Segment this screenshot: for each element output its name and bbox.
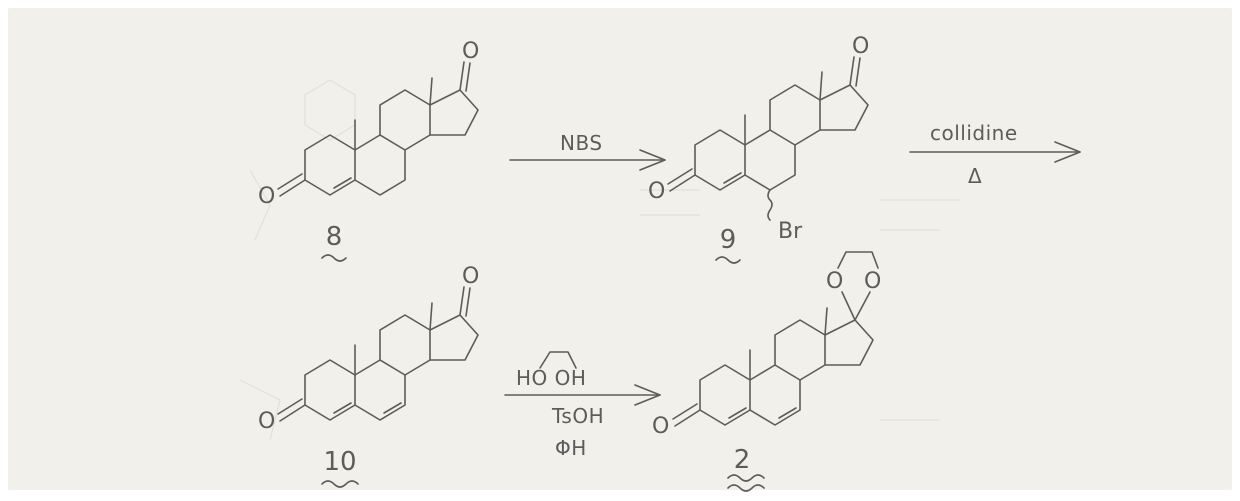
- compound-2-underline-2: [727, 484, 765, 492]
- compound-9-structure: [667, 56, 869, 221]
- compound-10-structure: [277, 286, 479, 422]
- compound-9-oxo-label: O: [852, 34, 869, 59]
- step-3-solvent: ΦH: [555, 436, 587, 460]
- compound-10-number: 10: [323, 447, 356, 477]
- compound-8-ring-oxo-label: O: [258, 184, 275, 209]
- compound-9-ring-oxo-label: O: [648, 179, 665, 204]
- compound-8-structure: [277, 61, 479, 197]
- compound-2-structure: [672, 251, 879, 427]
- compound-8-number: 8: [326, 222, 343, 252]
- compound-9-underline: [715, 256, 741, 264]
- compound-2-ketal-o-right: O: [864, 269, 881, 294]
- bleed-through-marks: [239, 79, 960, 441]
- compound-10-oxo-label: O: [462, 264, 479, 289]
- compound-8-underline: [321, 254, 347, 262]
- step-2-condition: Δ: [968, 164, 982, 188]
- compound-2-ring-oxo-label: O: [652, 414, 669, 439]
- paper-sheet: [8, 8, 1232, 490]
- compound-9-br-label: Br: [778, 219, 803, 244]
- step-3-catalyst: TsOH: [551, 404, 604, 428]
- step-3-reagent: HO OH: [516, 366, 586, 390]
- compound-2-number: 2: [734, 445, 751, 475]
- step-2-reagent: collidine: [930, 121, 1018, 145]
- reaction-arrow-1: [509, 149, 666, 171]
- compound-2-ketal-o-left: O: [826, 269, 843, 294]
- compound-9-number: 9: [720, 225, 737, 255]
- compound-10-underline: [321, 480, 359, 488]
- reaction-arrow-2: [909, 141, 1081, 163]
- step-1-reagent: NBS: [560, 131, 603, 155]
- compound-10-ring-oxo-label: O: [258, 409, 275, 434]
- compound-8-oxo-label: O: [462, 39, 479, 64]
- reaction-arrow-3: [504, 351, 661, 406]
- compound-2-underline-1: [727, 474, 765, 482]
